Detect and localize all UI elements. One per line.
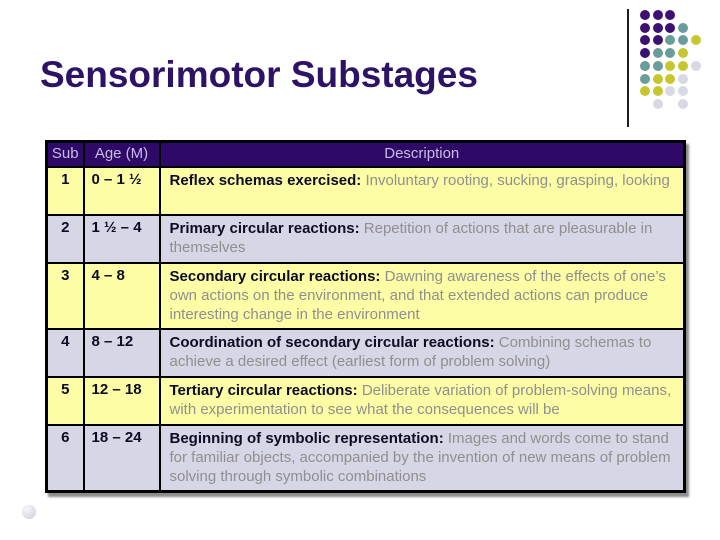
substage-number-cell: 3	[45, 261, 85, 330]
decor-dot-icon	[652, 10, 663, 20]
decor-dot-icon	[640, 48, 650, 59]
bullet-dot-icon	[22, 505, 36, 519]
decor-dot-icon	[665, 60, 676, 71]
description-detail: Dawning awareness of the effects of one’…	[169, 267, 666, 323]
description-detail: Combining schemas to achieve a desired e…	[169, 333, 652, 370]
description-cell: Reflex schemas exercised: Involuntary ro…	[158, 165, 686, 216]
description-detail: Repetition of actions that are pleasurab…	[169, 219, 653, 256]
description-term: Secondary circular reactions:	[169, 267, 381, 285]
col-header-sub: Sub	[45, 140, 85, 168]
age-range-cell: 18 – 24	[82, 423, 161, 492]
decor-dot-icon	[678, 98, 689, 109]
age-range-cell: 0 – 1 ½	[82, 165, 161, 216]
description-cell: Coordination of secondary circular react…	[158, 327, 686, 378]
decor-dot-icon	[665, 86, 676, 97]
table-header-row: Sub Age (M) Description	[45, 140, 686, 168]
decor-dot-icon	[652, 73, 663, 84]
decor-dot-icon	[690, 35, 701, 46]
age-range-cell: 12 – 18	[82, 375, 161, 426]
description-term: Reflex schemas exercised:	[169, 171, 362, 189]
decor-dot-icon	[640, 60, 650, 71]
decor-dot-icon	[640, 73, 650, 84]
decor-dot-icon	[678, 48, 689, 59]
description-term: Coordination of secondary circular react…	[169, 333, 495, 351]
decor-dot-icon	[665, 35, 676, 46]
decor-dot-icon	[678, 35, 689, 46]
description-term: Tertiary circular reactions:	[169, 381, 358, 399]
description-detail: Involuntary rooting, sucking, grasping, …	[365, 171, 670, 189]
decor-dot-icon	[652, 22, 663, 33]
substage-number-cell: 4	[45, 327, 85, 378]
decor-dot-icon	[652, 48, 663, 59]
description-cell: Tertiary circular reactions: Deliberate …	[158, 375, 686, 426]
description-term: Primary circular reactions:	[169, 219, 360, 237]
description-cell: Beginning of symbolic representation: Im…	[158, 423, 686, 492]
description-cell: Secondary circular reactions: Dawning aw…	[158, 261, 686, 330]
age-range-cell: 8 – 12	[82, 327, 161, 378]
slide-title: Sensorimotor Substages	[40, 54, 478, 95]
substage-number-cell: 1	[45, 165, 85, 216]
decor-dot-icon	[652, 86, 663, 97]
decor-dot-icon	[678, 22, 689, 33]
description-cell: Primary circular reactions: Repetition o…	[158, 213, 686, 264]
substage-number-cell: 5	[45, 375, 85, 426]
decor-vertical-line	[627, 9, 629, 127]
decor-dot-icon	[652, 35, 663, 46]
decor-dot-icon	[690, 60, 701, 71]
description-detail: Deliberate variation of problem-solving …	[169, 381, 672, 418]
decor-dot-icon	[640, 35, 650, 46]
decor-dot-icon	[665, 48, 676, 59]
substage-number-cell: 6	[45, 423, 85, 492]
decor-dot-icon	[665, 22, 676, 33]
decor-dot-icon	[652, 60, 663, 71]
decor-dot-icon	[640, 10, 650, 20]
substage-number-cell: 2	[45, 213, 85, 264]
age-range-cell: 4 – 8	[82, 261, 161, 330]
decor-dot-icon	[678, 86, 689, 97]
decor-dot-icon	[652, 98, 663, 109]
age-range-cell: 1 ½ – 4	[82, 213, 161, 264]
decor-dot-icon	[640, 22, 650, 33]
description-detail: Images and words come to stand for famil…	[169, 429, 671, 485]
decor-dot-icon	[665, 10, 676, 20]
decor-dot-icon	[665, 73, 676, 84]
decor-dot-icon	[678, 73, 689, 84]
decor-dot-icon	[678, 60, 689, 71]
col-header-description: Description	[158, 140, 686, 168]
description-term: Beginning of symbolic representation:	[169, 429, 444, 447]
decor-dot-icon	[640, 86, 650, 97]
col-header-age: Age (M)	[82, 140, 161, 168]
